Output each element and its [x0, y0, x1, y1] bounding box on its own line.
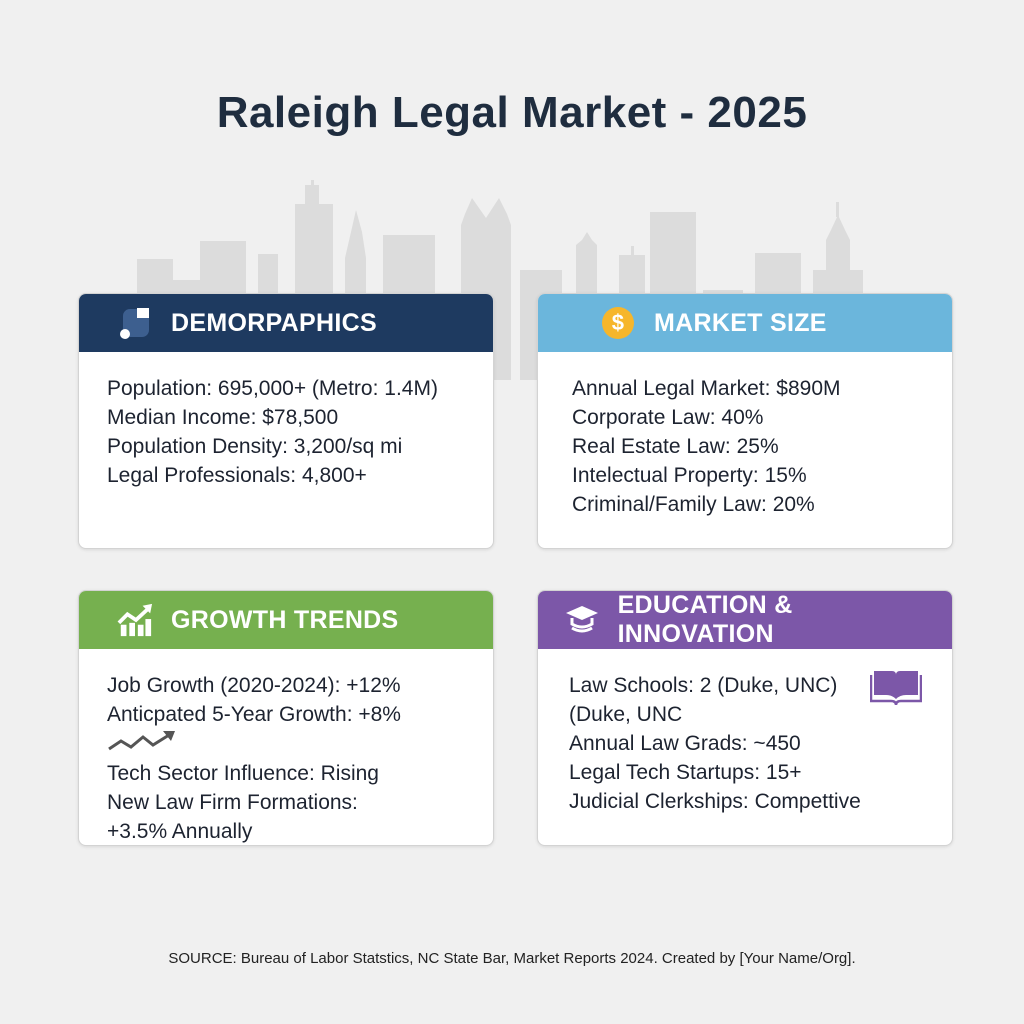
stat-line: Median Income: $78,500	[107, 406, 339, 429]
growth-trends-header: GROWTH TRENDS	[79, 591, 493, 649]
abstract-shape-icon	[117, 305, 153, 341]
education-innovation-body: Law Schools: 2 (Duke, UNC) (Duke, UNC An…	[538, 649, 952, 816]
market-size-title: MARKET SIZE	[654, 308, 827, 337]
education-innovation-card: EDUCATION & INNOVATION Law Schools: 2 (D…	[537, 590, 953, 846]
growth-chart-icon	[117, 602, 153, 638]
page-title: Raleigh Legal Market - 2025	[216, 88, 808, 137]
stat-line: Criminal/Family Law: 20%	[572, 493, 815, 516]
stat-line: Real Estate Law: 25%	[572, 435, 779, 458]
stat-line: +3.5% Annually	[107, 820, 253, 843]
stat-line: Tech Sector Influence: Rising	[107, 762, 379, 785]
demographics-header: DEMORPAPHICS	[79, 294, 493, 352]
graduation-cap-icon	[564, 602, 600, 638]
stat-line: Population Density: 3,200/sq mi	[107, 435, 403, 458]
education-innovation-header: EDUCATION & INNOVATION	[538, 591, 952, 649]
stat-line: Annual Legal Market: $890M	[572, 377, 841, 400]
stat-line: Intelectual Property: 15%	[572, 464, 807, 487]
stat-line: Law Schools: 2 (Duke, UNC)	[569, 674, 838, 697]
growth-trends-title: GROWTH TRENDS	[171, 605, 399, 634]
stat-line: Anticpated 5-Year Growth: +8%	[107, 703, 401, 726]
stat-line: Legal Tech Startups: 15+	[569, 761, 802, 784]
growth-trends-body: Job Growth (2020-2024): +12% Anticpated …	[79, 649, 493, 845]
stat-line: Population: 695,000+ (Metro: 1.4M)	[107, 377, 438, 400]
stat-line: Annual Law Grads: ~450	[569, 732, 801, 755]
demographics-card: DEMORPAPHICS Population: 695,000+ (Metro…	[78, 293, 494, 549]
stat-line: Judicial Clerkships: Compettive	[569, 790, 861, 813]
stat-line: Job Growth (2020-2024): +12%	[107, 674, 401, 697]
demographics-title: DEMORPAPHICS	[171, 308, 377, 337]
source-footer: SOURCE: Bureau of Labor Statstics, NC St…	[168, 950, 856, 967]
dollar-coin-icon: $	[600, 305, 636, 341]
growth-trends-card: GROWTH TRENDS Job Growth (2020-2024): +1…	[78, 590, 494, 846]
education-innovation-title: EDUCATION & INNOVATION	[617, 591, 793, 648]
market-size-card: $ MARKET SIZE Annual Legal Market: $890M…	[537, 293, 953, 549]
stat-line: Corporate Law: 40%	[572, 406, 764, 429]
demographics-body: Population: 695,000+ (Metro: 1.4M) Media…	[79, 352, 493, 490]
market-size-header: $ MARKET SIZE	[538, 294, 952, 352]
stat-line: Legal Professionals: 4,800+	[107, 464, 367, 487]
market-size-body: Annual Legal Market: $890M Corporate Law…	[538, 352, 952, 519]
open-book-icon	[870, 671, 922, 706]
trend-line-icon	[107, 729, 465, 759]
stat-line: (Duke, UNC	[569, 703, 683, 726]
stat-line: New Law Firm Formations:	[107, 791, 358, 814]
